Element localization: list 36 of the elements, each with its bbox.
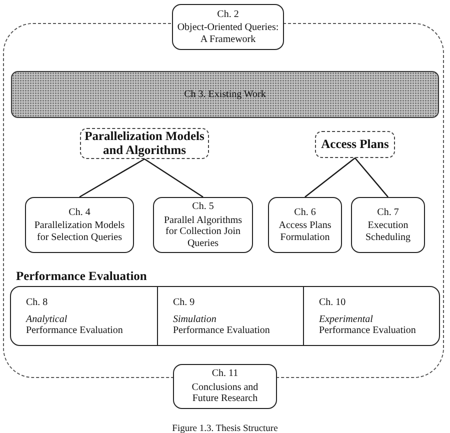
chapter-title: Conclusions and Future Research <box>190 382 260 405</box>
chapter-title: Access Plans Formulation <box>278 220 332 244</box>
chapter-number: Ch. 7 <box>377 206 399 218</box>
figure-caption: Figure 1.3. Thesis Structure <box>172 424 278 433</box>
connector-line <box>144 158 204 198</box>
chapter-title: Object-Oriented Queries: A Framework <box>176 22 280 46</box>
chapter-title: Experimental Performance Evaluation <box>319 314 416 336</box>
chapter-box <box>153 197 253 253</box>
chapter-number: Ch. 10 <box>319 297 346 308</box>
chapter-box <box>172 4 284 50</box>
topic-heading: Parallelization Models and Algorithms <box>84 130 205 157</box>
section-heading: Performance Evaluation <box>16 269 147 284</box>
connector-line <box>354 158 388 198</box>
chapter-title: Simulation Performance Evaluation <box>173 314 270 336</box>
chapter-box <box>268 197 342 253</box>
dashed-region <box>3 23 444 378</box>
chapter-title: Parallel Algorithms for Collection Join Queries <box>162 214 244 249</box>
chapter-number: Ch. 5 <box>192 201 214 212</box>
chapter-title: Analytical Performance Evaluation <box>26 314 123 336</box>
topic-box <box>315 131 395 158</box>
band-title: Ch 3. Existing Work <box>184 89 266 100</box>
topic-heading: Access Plans <box>321 138 389 152</box>
chapter-box <box>25 197 134 253</box>
chapter-number: Ch. 2 <box>217 8 239 20</box>
chapter-box <box>351 197 425 253</box>
chapter-number: Ch. 4 <box>68 206 90 218</box>
chapter-number: Ch. 9 <box>173 297 195 308</box>
chapter-number: Ch. 6 <box>294 206 316 218</box>
chapter-title: Parallelization Models for Selection Queries <box>33 220 126 244</box>
chapter-number: Ch. 11 <box>212 368 238 380</box>
chapter-number: Ch. 8 <box>26 297 48 308</box>
chapter-box <box>173 364 277 409</box>
chapter-title: Execution Scheduling <box>364 220 412 244</box>
connector-line <box>304 157 356 198</box>
connector-line <box>79 158 145 198</box>
chapter-band <box>11 71 439 118</box>
